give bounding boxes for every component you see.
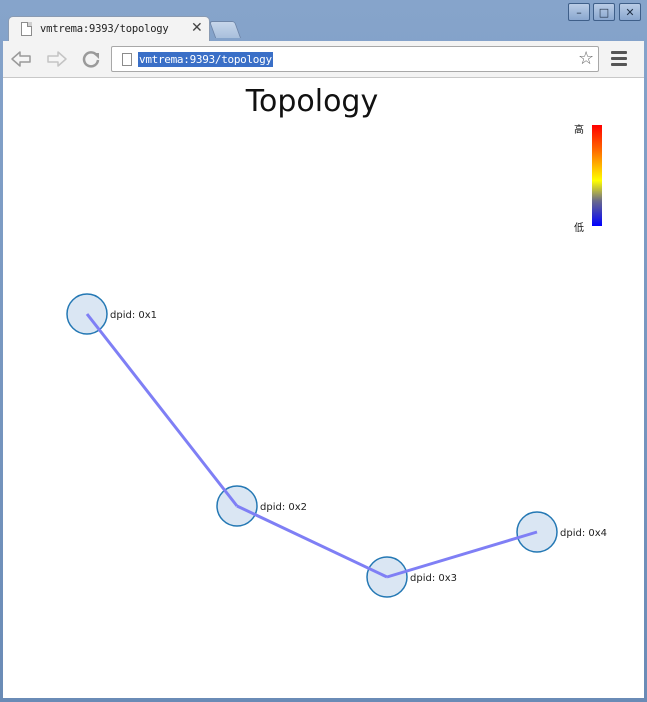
- back-button[interactable]: [9, 48, 33, 70]
- link-s3-s4: [386, 530, 538, 579]
- page-icon: [21, 22, 32, 36]
- toolbar: vmtrema:9393/topology ☆: [3, 41, 644, 78]
- address-bar[interactable]: vmtrema:9393/topology ☆: [111, 46, 599, 72]
- bookmark-star-icon[interactable]: ☆: [578, 48, 595, 69]
- reload-icon: [82, 51, 100, 68]
- legend-color-bar: [592, 125, 602, 226]
- legend-high-label: 高: [574, 125, 584, 136]
- hamburger-menu-icon[interactable]: [611, 51, 627, 67]
- reload-button[interactable]: [79, 48, 103, 70]
- tab-close-icon[interactable]: ✕: [191, 20, 203, 36]
- link-s2-s3: [236, 504, 388, 579]
- topology-graph: dpid: 0x1 dpid: 0x2 dpid: 0x3 dpid: 0x4: [66, 293, 607, 598]
- legend-low-label: 低: [574, 223, 584, 234]
- maximize-button[interactable]: □: [593, 3, 615, 21]
- switch-label-s1: dpid: 0x1: [110, 310, 157, 321]
- tab-title: vmtrema:9393/topology: [40, 23, 169, 35]
- page-icon: [122, 53, 132, 66]
- close-window-button[interactable]: ✕: [619, 3, 641, 21]
- forward-arrow-icon: [47, 51, 67, 67]
- back-arrow-icon: [11, 51, 31, 67]
- switch-label-s2: dpid: 0x2: [260, 502, 307, 513]
- minimize-button[interactable]: –: [568, 3, 590, 21]
- page-title: Topology: [245, 84, 379, 119]
- new-tab-button[interactable]: [208, 21, 242, 38]
- link-s1-s2: [85, 313, 239, 507]
- url-text[interactable]: vmtrema:9393/topology: [138, 52, 273, 67]
- page-content: Topology 高 低 dpid: 0x1 dpid: 0x2 dpid: 0x3…: [3, 78, 644, 698]
- switch-label-s3: dpid: 0x3: [410, 573, 457, 584]
- forward-button[interactable]: [45, 48, 69, 70]
- switch-label-s4: dpid: 0x4: [560, 528, 607, 539]
- tab-topology[interactable]: vmtrema:9393/topology ✕: [8, 16, 210, 42]
